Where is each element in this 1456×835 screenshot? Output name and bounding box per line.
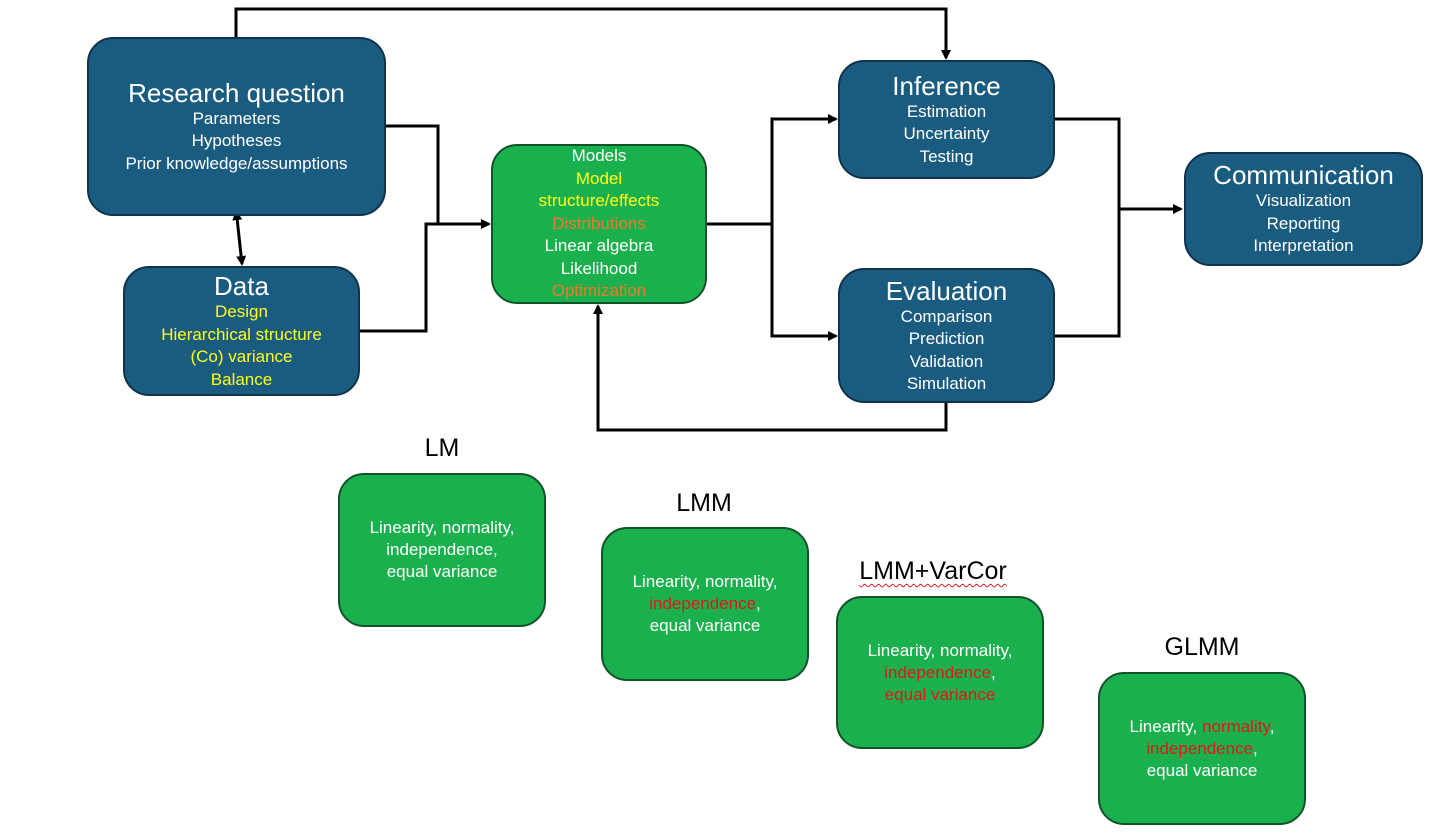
- glmm-comma-1-text: ,: [1269, 716, 1275, 736]
- models-line-linear-algebra: Linear algebra: [544, 236, 654, 256]
- lmm-line-1: Linearity, normality,: [632, 572, 778, 591]
- glmm-comma-2-text: ,: [1253, 738, 1258, 758]
- lmm-varcor-label-text: LMM+VarCor: [859, 557, 1007, 585]
- glmm-normality-text: normality: [1202, 716, 1270, 736]
- models-line-distributions: Distributions: [552, 213, 646, 233]
- inference-box: Inference Estimation Uncertainty Testing: [838, 60, 1055, 179]
- evaluation-line-simulation: Simulation: [906, 374, 987, 393]
- models-line-model: Model: [575, 168, 623, 188]
- arrow-evaluation-to-models: [593, 304, 948, 432]
- lmm-varcor-box: Linearity, normality, independence, equa…: [836, 596, 1044, 749]
- research-line-prior: Prior knowledge/assumptions: [125, 153, 348, 173]
- lmm-varcor-line-3: equal variance: [884, 684, 996, 704]
- lmm-independence-text: independence: [649, 594, 757, 613]
- arrow-inference-to-communication: [1055, 117, 1121, 338]
- data-line-covariance: (Co) variance: [190, 347, 293, 366]
- communication-line-reporting: Reporting: [1266, 213, 1341, 233]
- communication-title: Communication: [1213, 160, 1394, 191]
- inference-line-testing: Testing: [919, 146, 974, 166]
- glmm-line-2: independence,: [1146, 738, 1258, 760]
- glmm-linearity-text: Linearity,: [1129, 716, 1202, 736]
- lm-line-2: independence,: [386, 540, 498, 559]
- lmm-comma-text: ,: [756, 594, 761, 613]
- lmm-varcor-line-1: Linearity, normality,: [867, 640, 1013, 660]
- communication-box: Communication Visualization Reporting In…: [1184, 152, 1423, 266]
- lm-box: Linearity, normality, independence, equa…: [338, 473, 546, 627]
- lmm-line-3: equal variance: [649, 616, 761, 635]
- lmm-varcor-line-2: independence,: [884, 662, 996, 684]
- research-question-box: Research question Parameters Hypotheses …: [87, 37, 386, 216]
- arrow-models-to-inference: [707, 114, 838, 226]
- research-line-parameters: Parameters: [192, 108, 281, 128]
- lmm-varcor-comma-text: ,: [991, 662, 996, 682]
- lmm-box: Linearity, normality, independence, equa…: [601, 527, 809, 681]
- arrow-research-data: [232, 210, 247, 266]
- models-line-optimization: Optimization: [551, 281, 647, 301]
- communication-line-visualization: Visualization: [1255, 191, 1352, 211]
- data-line-design: Design: [215, 302, 268, 321]
- research-question-title: Research question: [128, 77, 345, 108]
- evaluation-line-validation: Validation: [909, 351, 984, 371]
- lm-line-1: Linearity, normality,: [369, 518, 515, 537]
- inference-line-estimation: Estimation: [906, 101, 987, 121]
- data-line-hierarchical: Hierarchical structure: [161, 324, 322, 344]
- inference-line-uncertainty: Uncertainty: [903, 124, 990, 144]
- lmm-varcor-independence-text: independence: [884, 662, 992, 682]
- evaluation-box: Evaluation Comparison Prediction Validat…: [838, 268, 1055, 403]
- inference-title: Inference: [892, 70, 1001, 101]
- research-line-hypotheses: Hypotheses: [191, 131, 282, 151]
- data-title: Data: [214, 271, 269, 301]
- evaluation-line-prediction: Prediction: [908, 329, 985, 348]
- lmm-varcor-label: LMM+VarCor: [833, 557, 1033, 586]
- evaluation-line-comparison: Comparison: [900, 306, 993, 326]
- arrow-data-to-models: [360, 219, 491, 333]
- models-line-models: Models: [571, 146, 627, 166]
- data-box: Data Design Hierarchical structure (Co) …: [123, 266, 360, 396]
- lm-line-3: equal variance: [386, 562, 498, 581]
- glmm-independence-text: independence: [1146, 738, 1254, 758]
- glmm-box: Linearity, normality, independence, equa…: [1098, 672, 1306, 825]
- arrow-research-to-inference: [234, 7, 951, 60]
- evaluation-title: Evaluation: [885, 275, 1008, 306]
- models-line-structure: structure/effects: [538, 191, 660, 211]
- glmm-label: GLMM: [1164, 633, 1240, 661]
- communication-line-interpretation: Interpretation: [1253, 236, 1354, 256]
- lm-label: LM: [424, 434, 460, 462]
- data-line-balance: Balance: [210, 369, 273, 389]
- lmm-line-2: independence,: [649, 593, 761, 615]
- models-box: Models Model structure/effects Distribut…: [491, 144, 707, 304]
- glmm-line-1: Linearity, normality,: [1130, 716, 1275, 738]
- models-line-likelihood: Likelihood: [560, 258, 638, 278]
- lmm-label: LMM: [676, 489, 732, 517]
- glmm-line-3: equal variance: [1146, 760, 1258, 780]
- arrow-models-to-evaluation: [770, 224, 838, 341]
- arrow-research-to-models: [386, 124, 440, 224]
